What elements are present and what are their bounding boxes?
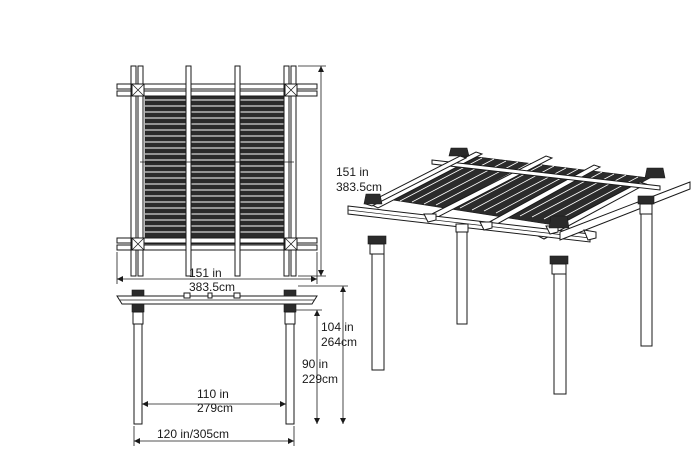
post-spacing-in: 110 in	[197, 387, 229, 401]
side-view: 104 in 264cm 90 in 229cm 110 in 279cm 12…	[116, 285, 357, 446]
overall-width-dimension	[133, 426, 295, 446]
top-view: 151 in 383.5cm 151 in 383.5cm	[116, 65, 382, 294]
post-spacing-dimension	[142, 401, 286, 407]
perspective-posts	[371, 213, 653, 395]
height-in: 104 in	[321, 320, 354, 334]
clearance-dimension	[296, 309, 322, 424]
perspective-post-caps	[363, 147, 666, 229]
top-width-dimension	[116, 252, 318, 284]
post-spacing-cm: 279cm	[197, 401, 233, 415]
top-width-in: 151 in	[189, 266, 222, 280]
height-cm: 264cm	[321, 335, 357, 349]
top-depth-in: 151 in	[336, 165, 369, 179]
top-width-cm: 383.5cm	[189, 280, 235, 294]
clearance-cm: 229cm	[302, 372, 338, 386]
perspective-view	[347, 147, 691, 395]
roof-slats	[145, 99, 289, 239]
top-depth-cm: 383.5cm	[336, 180, 382, 194]
overall-width: 120 in/305cm	[157, 427, 229, 441]
corner-post-caps	[131, 83, 298, 251]
height-dimension	[298, 285, 348, 424]
top-depth-dimension	[298, 65, 326, 277]
clearance-in: 90 in	[302, 357, 328, 371]
